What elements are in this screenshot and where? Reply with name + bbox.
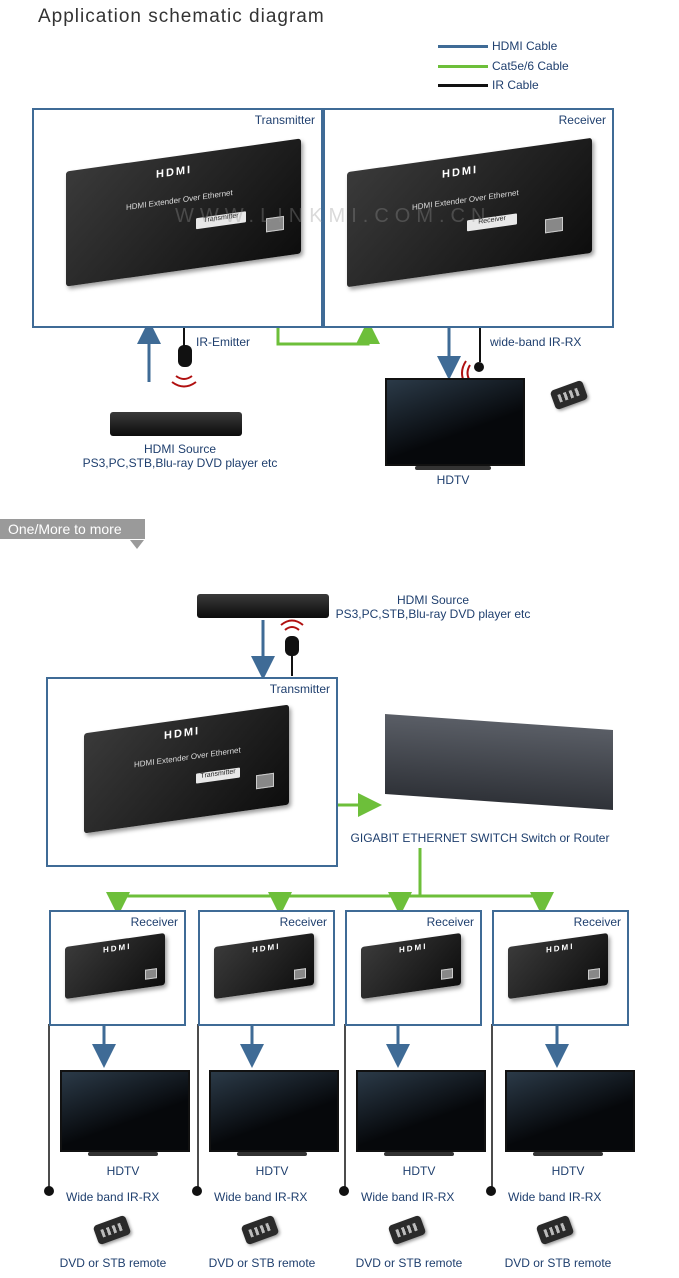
hdmi-logo: HDMI xyxy=(156,163,193,181)
ethernet-port-icon xyxy=(256,772,274,790)
hdmi-logo: HDMI xyxy=(103,941,132,955)
legend-hdmi-label: HDMI Cable xyxy=(492,39,558,53)
hdtv-label: HDTV xyxy=(436,473,470,487)
ir-rx-label: Wide band IR-RX xyxy=(214,1190,308,1204)
switch-label: GIGABIT ETHERNET SWITCH Switch or Router xyxy=(350,831,610,845)
receiver-device: HDMI xyxy=(214,932,314,1000)
hdmi-logo: HDMI xyxy=(546,941,575,955)
transmitter-label: Transmitter xyxy=(269,682,330,696)
ir-rx-label: wide-band IR-RX xyxy=(490,335,582,349)
hdmi-source-l2: PS3,PC,STB,Blu-ray DVD player etc xyxy=(82,456,278,470)
ir-rx-label: Wide band IR-RX xyxy=(361,1190,455,1204)
chevron-down-icon xyxy=(130,540,144,549)
ethernet-switch xyxy=(385,714,613,810)
transmitter-frame: Transmitter HDMI HDMI Extender Over Ethe… xyxy=(32,108,323,328)
hdtv-stand xyxy=(415,466,491,470)
remote-label: DVD or STB remote xyxy=(208,1256,316,1270)
receiver-device: HDMI xyxy=(65,932,165,1000)
ir-receiver-icon xyxy=(192,1186,202,1196)
ir-receiver-icon xyxy=(486,1186,496,1196)
hdmi-source-player xyxy=(110,412,242,436)
receiver-label: Receiver xyxy=(558,113,606,127)
receiver-label: Receiver xyxy=(426,915,474,929)
remote-label: DVD or STB remote xyxy=(504,1256,612,1270)
hdtv-screen xyxy=(385,378,525,466)
ir-receiver-icon xyxy=(474,362,484,372)
ir-emitter-icon xyxy=(178,345,192,367)
section-tag: One/More to more xyxy=(0,519,145,539)
legend-cat-label: Cat5e/6 Cable xyxy=(492,59,569,73)
hdtv-label: HDTV xyxy=(402,1164,436,1178)
hdmi-logo: HDMI xyxy=(399,941,428,955)
hdmi-source-caption: HDMI Source PS3,PC,STB,Blu-ray DVD playe… xyxy=(80,442,280,470)
receiver-frame: Receiver HDMI xyxy=(49,910,186,1026)
receiver-label: Receiver xyxy=(279,915,327,929)
receiver-frame: Receiver HDMI xyxy=(492,910,629,1026)
hdtv-stand xyxy=(533,1152,603,1156)
hdmi-logo: HDMI xyxy=(442,163,479,181)
receiver-frame: Receiver HDMI xyxy=(345,910,482,1026)
hdmi-source-caption: HDMI Source PS3,PC,STB,Blu-ray DVD playe… xyxy=(333,593,533,621)
transmitter-device: HDMI HDMI Extender Over Ethernet Transmi… xyxy=(84,704,289,834)
transmitter-frame: Transmitter HDMI HDMI Extender Over Ethe… xyxy=(46,677,338,867)
ir-cable-swatch xyxy=(438,84,488,87)
hdtv-label: HDTV xyxy=(255,1164,289,1178)
ir-emitter-label: IR-Emitter xyxy=(196,335,250,349)
hdtv-stand xyxy=(237,1152,307,1156)
ir-receiver-icon xyxy=(339,1186,349,1196)
watermark: WWW.LINKMI.COM.CN xyxy=(175,205,492,227)
ir-rx-label: Wide band IR-RX xyxy=(66,1190,160,1204)
hdmi-cable-swatch xyxy=(438,45,488,48)
transmitter-label: Transmitter xyxy=(254,113,315,127)
ir-receiver-icon xyxy=(44,1186,54,1196)
hdtv-stand xyxy=(88,1152,158,1156)
hdtv-screen xyxy=(505,1070,635,1152)
hdtv-screen xyxy=(356,1070,486,1152)
legend-ir-label: IR Cable xyxy=(492,78,539,92)
receiver-frame: Receiver HDMI HDMI Extender Over Etherne… xyxy=(323,108,614,328)
ir-rx-label: Wide band IR-RX xyxy=(508,1190,602,1204)
device-text: HDMI Extender Over Ethernet xyxy=(134,745,241,770)
receiver-label: Receiver xyxy=(130,915,178,929)
hdmi-source-player xyxy=(197,594,329,618)
hdtv-stand xyxy=(384,1152,454,1156)
ethernet-port-icon xyxy=(294,968,306,980)
remote-label: DVD or STB remote xyxy=(59,1256,167,1270)
ethernet-port-icon xyxy=(145,968,157,980)
hdmi-source-l2: PS3,PC,STB,Blu-ray DVD player etc xyxy=(335,607,531,621)
receiver-device: HDMI xyxy=(508,932,608,1000)
device-plate: Transmitter xyxy=(196,767,240,784)
receiver-label: Receiver xyxy=(573,915,621,929)
hdtv-label: HDTV xyxy=(106,1164,140,1178)
hdmi-logo: HDMI xyxy=(252,941,281,955)
ethernet-port-icon xyxy=(545,216,563,234)
page-title: Application schematic diagram xyxy=(38,6,325,27)
receiver-device: HDMI xyxy=(361,932,461,1000)
hdtv-screen xyxy=(60,1070,190,1152)
remote-label: DVD or STB remote xyxy=(355,1256,463,1270)
hdmi-source-l1: HDMI Source xyxy=(396,593,470,607)
hdmi-logo: HDMI xyxy=(164,725,201,743)
cat-cable-swatch xyxy=(438,65,488,68)
hdtv-label: HDTV xyxy=(551,1164,585,1178)
ethernet-port-icon xyxy=(441,968,453,980)
ethernet-port-icon xyxy=(588,968,600,980)
hdmi-source-l1: HDMI Source xyxy=(143,442,217,456)
ir-emitter-icon xyxy=(285,636,299,656)
receiver-frame: Receiver HDMI xyxy=(198,910,335,1026)
hdtv-screen xyxy=(209,1070,339,1152)
